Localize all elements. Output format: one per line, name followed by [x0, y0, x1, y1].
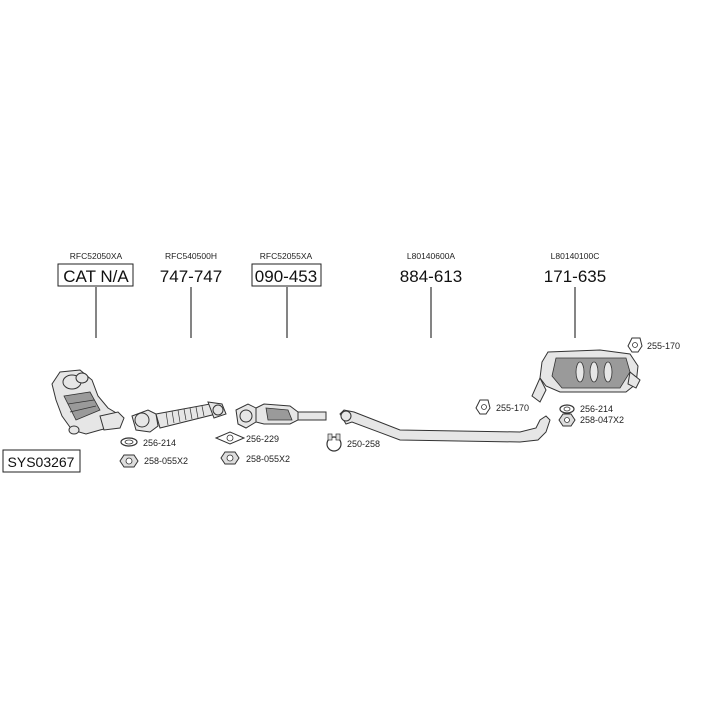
part-1-number: CAT N/A — [63, 267, 129, 286]
fitting-label: 258-047X2 — [580, 415, 624, 425]
part-1-ref: RFC52050XA — [70, 251, 123, 261]
system-code-text: SYS03267 — [8, 454, 75, 470]
fitting-label: 258-055X2 — [246, 454, 290, 464]
part-3-ref: RFC52055XA — [260, 251, 313, 261]
part-1-box — [57, 263, 134, 287]
system-code: SYS03267 — [2, 449, 81, 473]
catalytic-converter-drawing[interactable] — [235, 403, 327, 429]
gasket-icon — [559, 404, 575, 414]
part-label-4[interactable]: L80140600A 884-613 — [400, 251, 462, 338]
fitting-label: 256-214 — [143, 438, 176, 448]
fitting-label: 255-170 — [496, 403, 529, 413]
fitting-label: 256-214 — [580, 404, 613, 414]
gasket-icon — [120, 437, 138, 447]
gasket-icon — [214, 431, 246, 445]
part-label-1[interactable]: RFC52050XA CAT N/A — [57, 251, 134, 338]
nut-icon — [558, 413, 576, 427]
part-3-number: 090-453 — [255, 267, 317, 286]
fitting-label: 258-055X2 — [144, 456, 188, 466]
fitting-label: 255-170 — [647, 341, 680, 351]
system-code-box — [2, 449, 81, 473]
part-label-3[interactable]: RFC52055XA 090-453 — [251, 251, 322, 338]
part-label-2[interactable]: RFC540500H 747-747 — [160, 251, 222, 338]
part-3-box — [251, 263, 322, 287]
fitting-label: 256-229 — [246, 434, 279, 444]
part-2-number: 747-747 — [160, 267, 222, 286]
part-2-ref: RFC540500H — [165, 251, 217, 261]
fitting-label: 250-258 — [347, 439, 380, 449]
catalytic-manifold-drawing[interactable] — [51, 369, 125, 435]
nut-icon — [119, 454, 139, 468]
part-4-number: 884-613 — [400, 267, 462, 286]
middle-pipe-drawing[interactable] — [339, 409, 551, 443]
part-4-ref: L80140600A — [407, 251, 456, 261]
rubber-mount-icon — [475, 399, 491, 415]
nut-icon — [220, 451, 240, 465]
rear-silencer-drawing[interactable] — [531, 349, 641, 403]
part-label-5[interactable]: L80140100C 171-635 — [544, 251, 606, 338]
part-5-ref: L80140100C — [551, 251, 600, 261]
part-5-number: 171-635 — [544, 267, 606, 286]
clamp-icon — [326, 433, 342, 452]
rubber-mount-icon — [627, 337, 643, 353]
front-pipe-drawing[interactable] — [131, 401, 227, 433]
